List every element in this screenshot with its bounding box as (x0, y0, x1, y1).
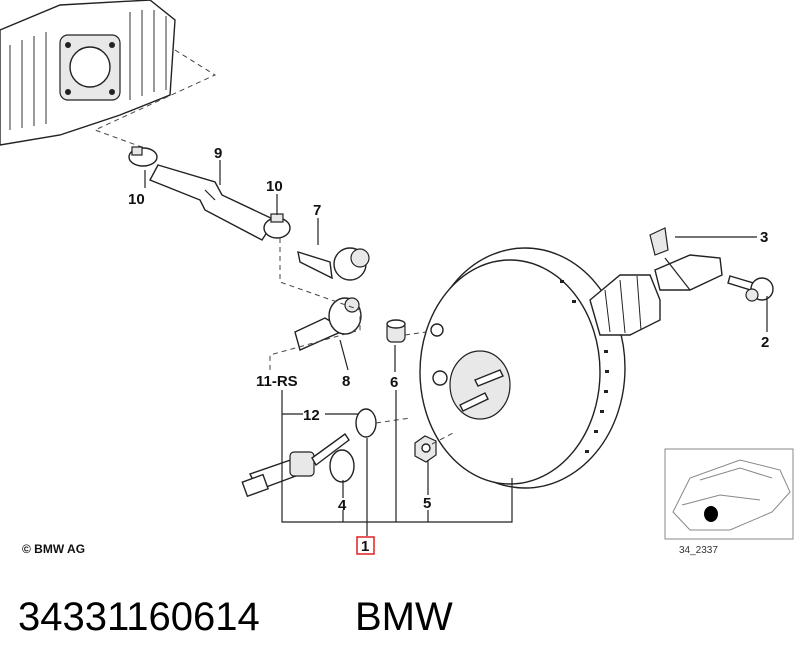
vacuum-hose (149, 164, 277, 241)
leader-lines (144, 160, 768, 536)
location-marker (704, 506, 718, 522)
brand-name: BMW (355, 595, 453, 639)
label-part-9: 9 (214, 145, 222, 162)
clevis-pin (727, 275, 774, 302)
label-part-5: 5 (423, 495, 431, 512)
vacuum-sensor (241, 433, 350, 498)
copyright: © BMW AG (22, 542, 85, 556)
hose-connector (294, 297, 362, 351)
nut (414, 435, 437, 463)
label-part-10-right: 10 (266, 178, 283, 195)
hose-clamp-left (128, 146, 158, 167)
part-number: 34331160614 (18, 595, 260, 639)
label-part-3: 3 (760, 229, 768, 246)
highlight-box (356, 536, 375, 555)
brake-booster (419, 247, 661, 489)
label-part-7: 7 (313, 202, 321, 219)
label-part-4: 4 (338, 497, 347, 514)
clevis-fork (649, 227, 723, 291)
diagram-code: 34_2337 (679, 545, 718, 556)
label-part-8: 8 (342, 373, 350, 390)
label-part-11-rs: 11-RS (256, 373, 298, 390)
label-part-12: 12 (303, 407, 320, 424)
intake-manifold (0, 0, 176, 146)
grommet (386, 319, 406, 343)
label-part-1: 1 (361, 538, 369, 555)
label-part-2: 2 (761, 334, 769, 351)
car-location-inset (664, 448, 794, 540)
label-part-6: 6 (390, 374, 398, 391)
label-part-10-left: 10 (128, 191, 145, 208)
elbow-fitting (297, 247, 370, 281)
